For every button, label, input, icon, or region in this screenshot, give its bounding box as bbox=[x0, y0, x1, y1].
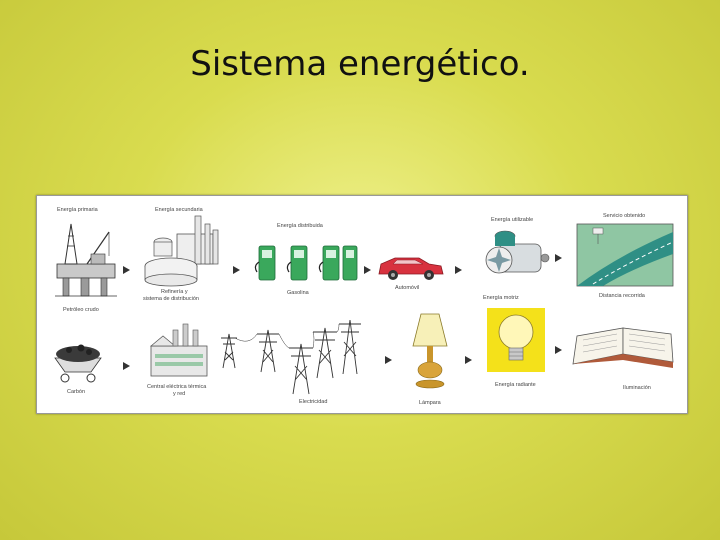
label-electricidad: Electricidad bbox=[299, 399, 327, 405]
car-icon bbox=[379, 258, 443, 280]
label-energia-radiante: Energía radiante bbox=[495, 382, 536, 388]
power-towers-icon bbox=[221, 320, 361, 394]
label-energia-secundaria: Energía secundaria bbox=[155, 207, 204, 213]
label-central: Central eléctrica térmica bbox=[147, 384, 207, 390]
arrow-icon bbox=[123, 362, 130, 370]
label-energia-distribuida: Energía distribuida bbox=[277, 223, 324, 229]
label-gasolina: Gasolina bbox=[287, 290, 310, 296]
coal-cart-icon bbox=[55, 345, 101, 383]
page-title: Sistema energético. bbox=[0, 44, 720, 84]
label-lampara: Lámpara bbox=[419, 400, 442, 406]
oil-platform-icon bbox=[55, 224, 117, 296]
lamp-icon bbox=[413, 314, 447, 388]
gas-pumps-icon bbox=[255, 246, 357, 280]
label-refineria: Refinería y bbox=[161, 289, 188, 295]
arrow-icon bbox=[465, 356, 472, 364]
label-servicio: Servicio obtenido bbox=[603, 213, 645, 219]
label-energia-motriz: Energía motriz bbox=[483, 295, 519, 301]
label-energia-primaria: Energía primaria bbox=[57, 207, 99, 213]
arrow-icon bbox=[123, 266, 130, 274]
label-automovil: Automóvil bbox=[395, 285, 419, 291]
engine-icon bbox=[486, 231, 549, 273]
label-carbon: Carbón bbox=[67, 389, 85, 395]
arrow-icon bbox=[233, 266, 240, 274]
arrow-icon bbox=[364, 266, 371, 274]
road-icon bbox=[577, 224, 673, 286]
arrow-icon bbox=[555, 346, 562, 354]
label-refineria-2: sistema de distribución bbox=[143, 296, 199, 302]
label-petroleo: Petróleo crudo bbox=[63, 307, 99, 313]
refinery-icon bbox=[145, 216, 218, 286]
arrow-icon bbox=[555, 254, 562, 262]
label-iluminacion: Iluminación bbox=[623, 385, 651, 391]
energy-system-diagram: Energía primaria Petróleo crudo Energía … bbox=[36, 195, 688, 414]
arrow-icon bbox=[455, 266, 462, 274]
label-distancia: Distancia recorrida bbox=[599, 293, 646, 299]
open-book-icon bbox=[573, 328, 673, 368]
arrow-icon bbox=[385, 356, 392, 364]
label-energia-utilizable: Energía utilizable bbox=[491, 217, 533, 223]
light-bulb-icon bbox=[487, 308, 545, 372]
label-central-2: y red bbox=[173, 391, 185, 397]
power-plant-icon bbox=[151, 324, 207, 376]
